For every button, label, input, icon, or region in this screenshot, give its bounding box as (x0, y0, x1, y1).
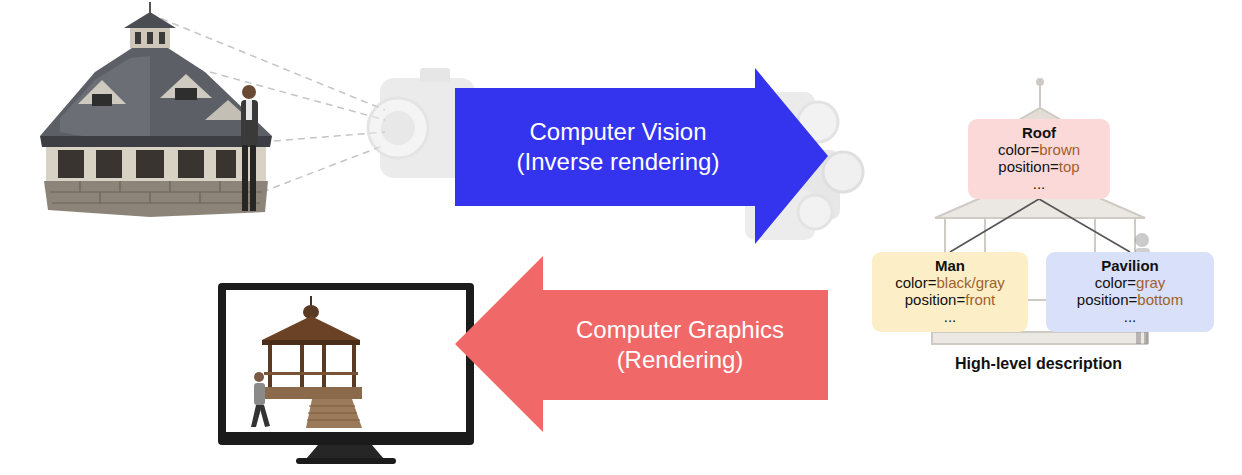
attribute-key: color= (1095, 274, 1136, 291)
attribute-value: gray (1136, 274, 1165, 291)
attribute-box: Pavilioncolor=grayposition=bottom... (1046, 252, 1214, 332)
house-illustration (135, 32, 141, 44)
box-heading: Pavilion (1056, 257, 1204, 274)
rendered-pavilion (264, 372, 358, 375)
man-figure (246, 100, 252, 120)
attribute-value: top (1059, 158, 1080, 175)
house-illustration (175, 88, 197, 100)
attribute-value: front (965, 291, 995, 308)
house-illustration (96, 150, 122, 178)
man-figure (242, 145, 248, 211)
attribute-value: bottom (1137, 291, 1183, 308)
monitor (296, 458, 396, 464)
cameras-faded (823, 152, 863, 192)
attribute-line: position=bottom (1056, 291, 1204, 308)
camera-faded (420, 68, 450, 82)
house-illustration (92, 94, 112, 106)
man-figure (241, 100, 258, 146)
box-heading: Roof (978, 124, 1100, 141)
house-illustration (159, 32, 165, 44)
man-figure (241, 85, 258, 211)
monitor (306, 445, 384, 459)
pavilion-faded (1037, 79, 1043, 85)
house-illustration (40, 136, 272, 147)
attribute-value: brown (1039, 141, 1080, 158)
man-faded (1135, 233, 1149, 247)
rendered-pavilion (352, 345, 356, 387)
attribute-key: position= (998, 158, 1058, 175)
attribute-box: Roofcolor=brownposition=top... (968, 119, 1110, 199)
caption-label: High-level description (951, 355, 1126, 373)
man-figure (242, 85, 256, 99)
rendered-pavilion (300, 345, 304, 387)
view-rays (262, 145, 385, 192)
arrow-body (455, 68, 828, 244)
attribute-line: color=brown (978, 141, 1100, 158)
attribute-key: color= (998, 141, 1039, 158)
house-illustration (60, 56, 150, 148)
house-illustration (178, 150, 204, 178)
box-heading: Man (882, 257, 1018, 274)
rendered-pavilion (310, 296, 312, 306)
rendered-pavilion (262, 296, 362, 428)
house-illustration (58, 150, 84, 178)
attribute-line: position=top (978, 158, 1100, 175)
rendered-man (254, 383, 265, 405)
tree-connector (950, 199, 1039, 252)
view-rays (262, 132, 385, 142)
pavilion-faded (932, 332, 1147, 344)
rendered-pavilion (262, 316, 360, 340)
arrow-body (455, 256, 828, 432)
rendered-pavilion (307, 406, 360, 420)
house-illustration (130, 28, 170, 48)
monitor (218, 283, 474, 464)
rendered-pavilion (262, 387, 362, 399)
attribute-key: color= (895, 274, 936, 291)
rendered-pavilion (306, 399, 362, 428)
house-illustration (216, 150, 236, 178)
arrow-text-area: Computer Vision (Inverse rendering) (493, 88, 743, 206)
process-arrow: Computer Vision (Inverse rendering) (455, 68, 830, 244)
arrow-shape (455, 256, 830, 432)
camera-faded (368, 98, 428, 158)
rendered-man (251, 372, 270, 427)
attribute-key: position= (1077, 291, 1137, 308)
attribute-line: color=gray (1056, 274, 1204, 291)
arrow-label: Computer Graphics (Rendering) (553, 315, 807, 375)
house-illustration (124, 12, 176, 28)
house-illustration (44, 181, 268, 217)
attribute-key: position= (905, 291, 965, 308)
attribute-line: ... (978, 175, 1100, 192)
arrow-label: Computer Vision (Inverse rendering) (493, 117, 743, 177)
rendered-man (259, 405, 270, 427)
house-illustration (50, 181, 262, 203)
house-illustration (46, 147, 266, 181)
house-illustration (40, 48, 272, 150)
monitor (218, 283, 474, 445)
process-arrow: Computer Graphics (Rendering) (455, 256, 830, 432)
man-figure (250, 145, 256, 211)
attribute-box: Mancolor=black/grayposition=front... (872, 252, 1028, 332)
camera-faded (381, 111, 415, 145)
attribute-line: ... (1056, 308, 1204, 325)
attribute-line: color=black/gray (882, 274, 1018, 291)
rendered-pavilion (268, 345, 272, 387)
rendered-man (254, 372, 264, 382)
arrow-text-area: Computer Graphics (Rendering) (553, 290, 807, 400)
attribute-line: ... (882, 308, 1018, 325)
cameras-faded (798, 195, 832, 229)
monitor (226, 290, 466, 432)
tree-connector (1039, 199, 1130, 252)
attribute-value: black/gray (936, 274, 1004, 291)
house-illustration (147, 32, 153, 44)
rendered-pavilion (322, 345, 326, 387)
house-illustration (149, 2, 151, 13)
attribute-line: position=front (882, 291, 1018, 308)
rendered-pavilion (262, 340, 360, 345)
house-illustration (40, 2, 272, 217)
house-illustration (136, 150, 164, 178)
